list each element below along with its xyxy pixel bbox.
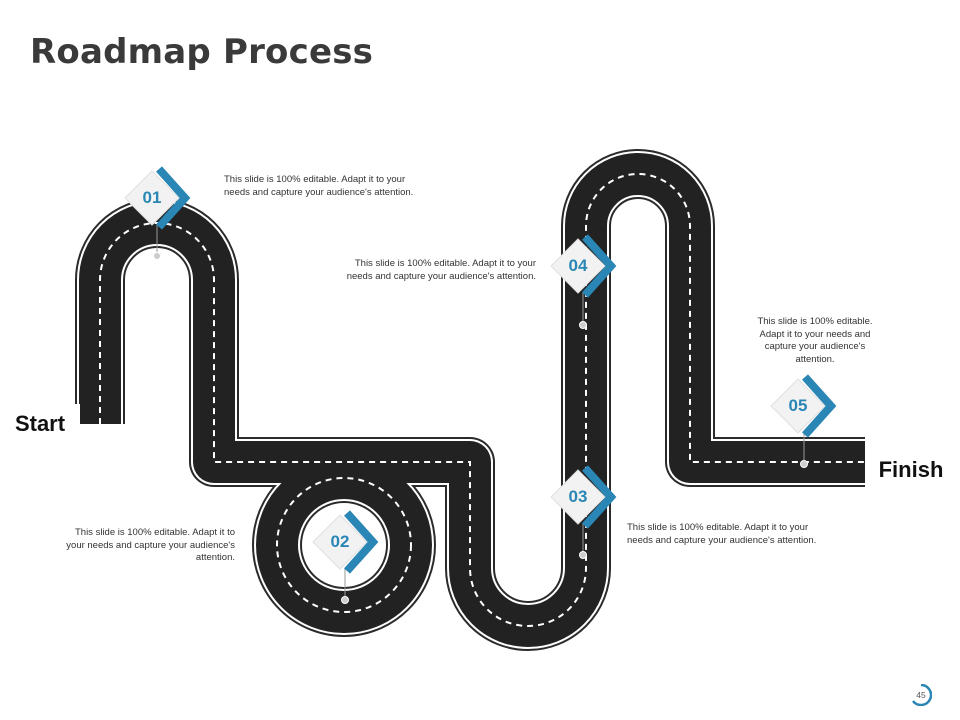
step-2-number: 02 (330, 532, 350, 551)
finish-label: Finish (866, 451, 956, 489)
page-title: Roadmap Process (30, 32, 374, 72)
step-3-number: 03 (568, 487, 588, 506)
step-1-description: This slide is 100% editable. Adapt it to… (224, 174, 414, 198)
step-3-description: This slide is 100% editable. Adapt it to… (627, 522, 817, 546)
step-1-number: 01 (142, 188, 162, 207)
step-2-description: This slide is 100% editable. Adapt it to… (66, 527, 235, 563)
step-5-number: 05 (788, 396, 808, 415)
page-number: 45 (910, 684, 932, 706)
ring-icon (912, 684, 932, 706)
start-label: Start (0, 404, 80, 444)
step-5-description: This slide is 100% editable. Adapt it to… (757, 316, 873, 365)
step-4-number: 04 (568, 256, 588, 275)
page-number-text: 45 (916, 690, 926, 700)
step-4-description: This slide is 100% editable. Adapt it to… (346, 258, 536, 282)
